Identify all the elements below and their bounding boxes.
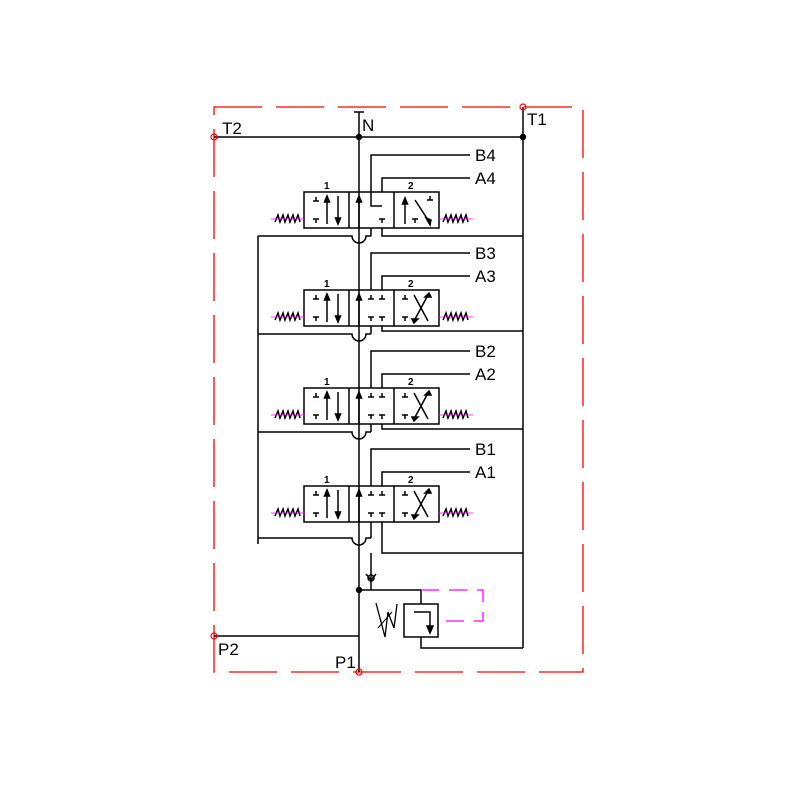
port-t1-marker (519, 103, 527, 111)
position-2-label: 2 (408, 377, 414, 388)
position-1-label: 1 (324, 475, 330, 486)
arrow-head (334, 511, 342, 520)
port-b2-label: B2 (475, 342, 496, 361)
arrow-head (410, 416, 420, 423)
port-a-line (381, 177, 470, 192)
port-b3-label: B3 (475, 244, 496, 263)
arrow-head (323, 194, 331, 203)
pilot-line (421, 589, 484, 622)
port-t2-label: T2 (222, 119, 242, 138)
arrow-head (334, 413, 342, 422)
arrow-head (355, 488, 363, 497)
port-p2-label: P2 (218, 640, 239, 659)
port-b4-label: B4 (475, 146, 496, 165)
bridge-crossing (258, 333, 371, 342)
bridge-crossing (258, 537, 371, 546)
flow-arrow (413, 490, 429, 518)
position-2-label: 2 (408, 279, 414, 290)
arrow-head (323, 292, 331, 301)
position-2-label: 2 (408, 181, 414, 192)
relief-valve (359, 589, 523, 649)
arrow-head (410, 514, 420, 521)
bridge-crossing (258, 235, 371, 244)
return-line (381, 228, 523, 237)
junction-dot (355, 133, 363, 141)
spring-icon (442, 212, 469, 225)
return-line (381, 424, 523, 430)
port-b-line (370, 154, 470, 192)
junction-dot (519, 133, 527, 141)
position-1-label: 1 (324, 279, 330, 290)
port-a4-label: A4 (475, 169, 496, 188)
arrow-head (334, 217, 342, 226)
port-b-line (370, 350, 470, 388)
arrow-head (323, 390, 331, 399)
port-a-line (381, 275, 470, 290)
valve-section-3 (258, 252, 523, 342)
arrow-head (401, 196, 409, 205)
boundary-dashed (213, 106, 584, 673)
return-line (381, 522, 523, 554)
return-line (381, 326, 523, 332)
arrow-head (424, 216, 432, 228)
spring-icon (274, 212, 301, 225)
port-p1-label: P1 (335, 653, 356, 672)
port-p1-marker (355, 668, 363, 676)
port-a-line (381, 373, 470, 388)
spring-icon (274, 506, 301, 519)
spring-icon (442, 506, 469, 519)
arrow-head (334, 315, 342, 324)
position-1-label: 1 (324, 377, 330, 388)
spring-icon (442, 310, 469, 323)
spring-icon (274, 408, 301, 421)
arrow-head (423, 389, 433, 396)
valve-section-1 (258, 448, 523, 554)
port-a2-label: A2 (475, 365, 496, 384)
port-a1-label: A1 (475, 463, 496, 482)
position-1-label: 1 (324, 181, 330, 192)
check-valve (365, 553, 377, 590)
spring-icon (442, 408, 469, 421)
port-b1-label: B1 (475, 440, 496, 459)
port-t1-label: T1 (527, 110, 547, 129)
arrow-head (323, 488, 331, 497)
flow-arrow (413, 294, 429, 322)
spring-icon (274, 310, 301, 323)
arrow-head (423, 291, 433, 298)
port-n-label: N (362, 116, 374, 135)
center-path (370, 192, 382, 207)
port-t2-marker (210, 133, 218, 141)
valve-section-2 (258, 350, 523, 440)
flow-arrow (413, 392, 429, 420)
valve-section-4 (258, 154, 523, 244)
arrow-head (423, 487, 433, 494)
port-b-line (370, 252, 470, 290)
port-p2-marker (210, 632, 218, 640)
port-b-line (370, 448, 470, 486)
arrow-head (355, 390, 363, 399)
arrow-head (355, 292, 363, 301)
arrow-head (355, 194, 363, 203)
arrow-head (410, 318, 420, 325)
position-2-label: 2 (408, 475, 414, 486)
junction-dot (355, 586, 363, 594)
port-a-line (381, 471, 470, 486)
port-a3-label: A3 (475, 267, 496, 286)
bridge-crossing (258, 431, 371, 440)
